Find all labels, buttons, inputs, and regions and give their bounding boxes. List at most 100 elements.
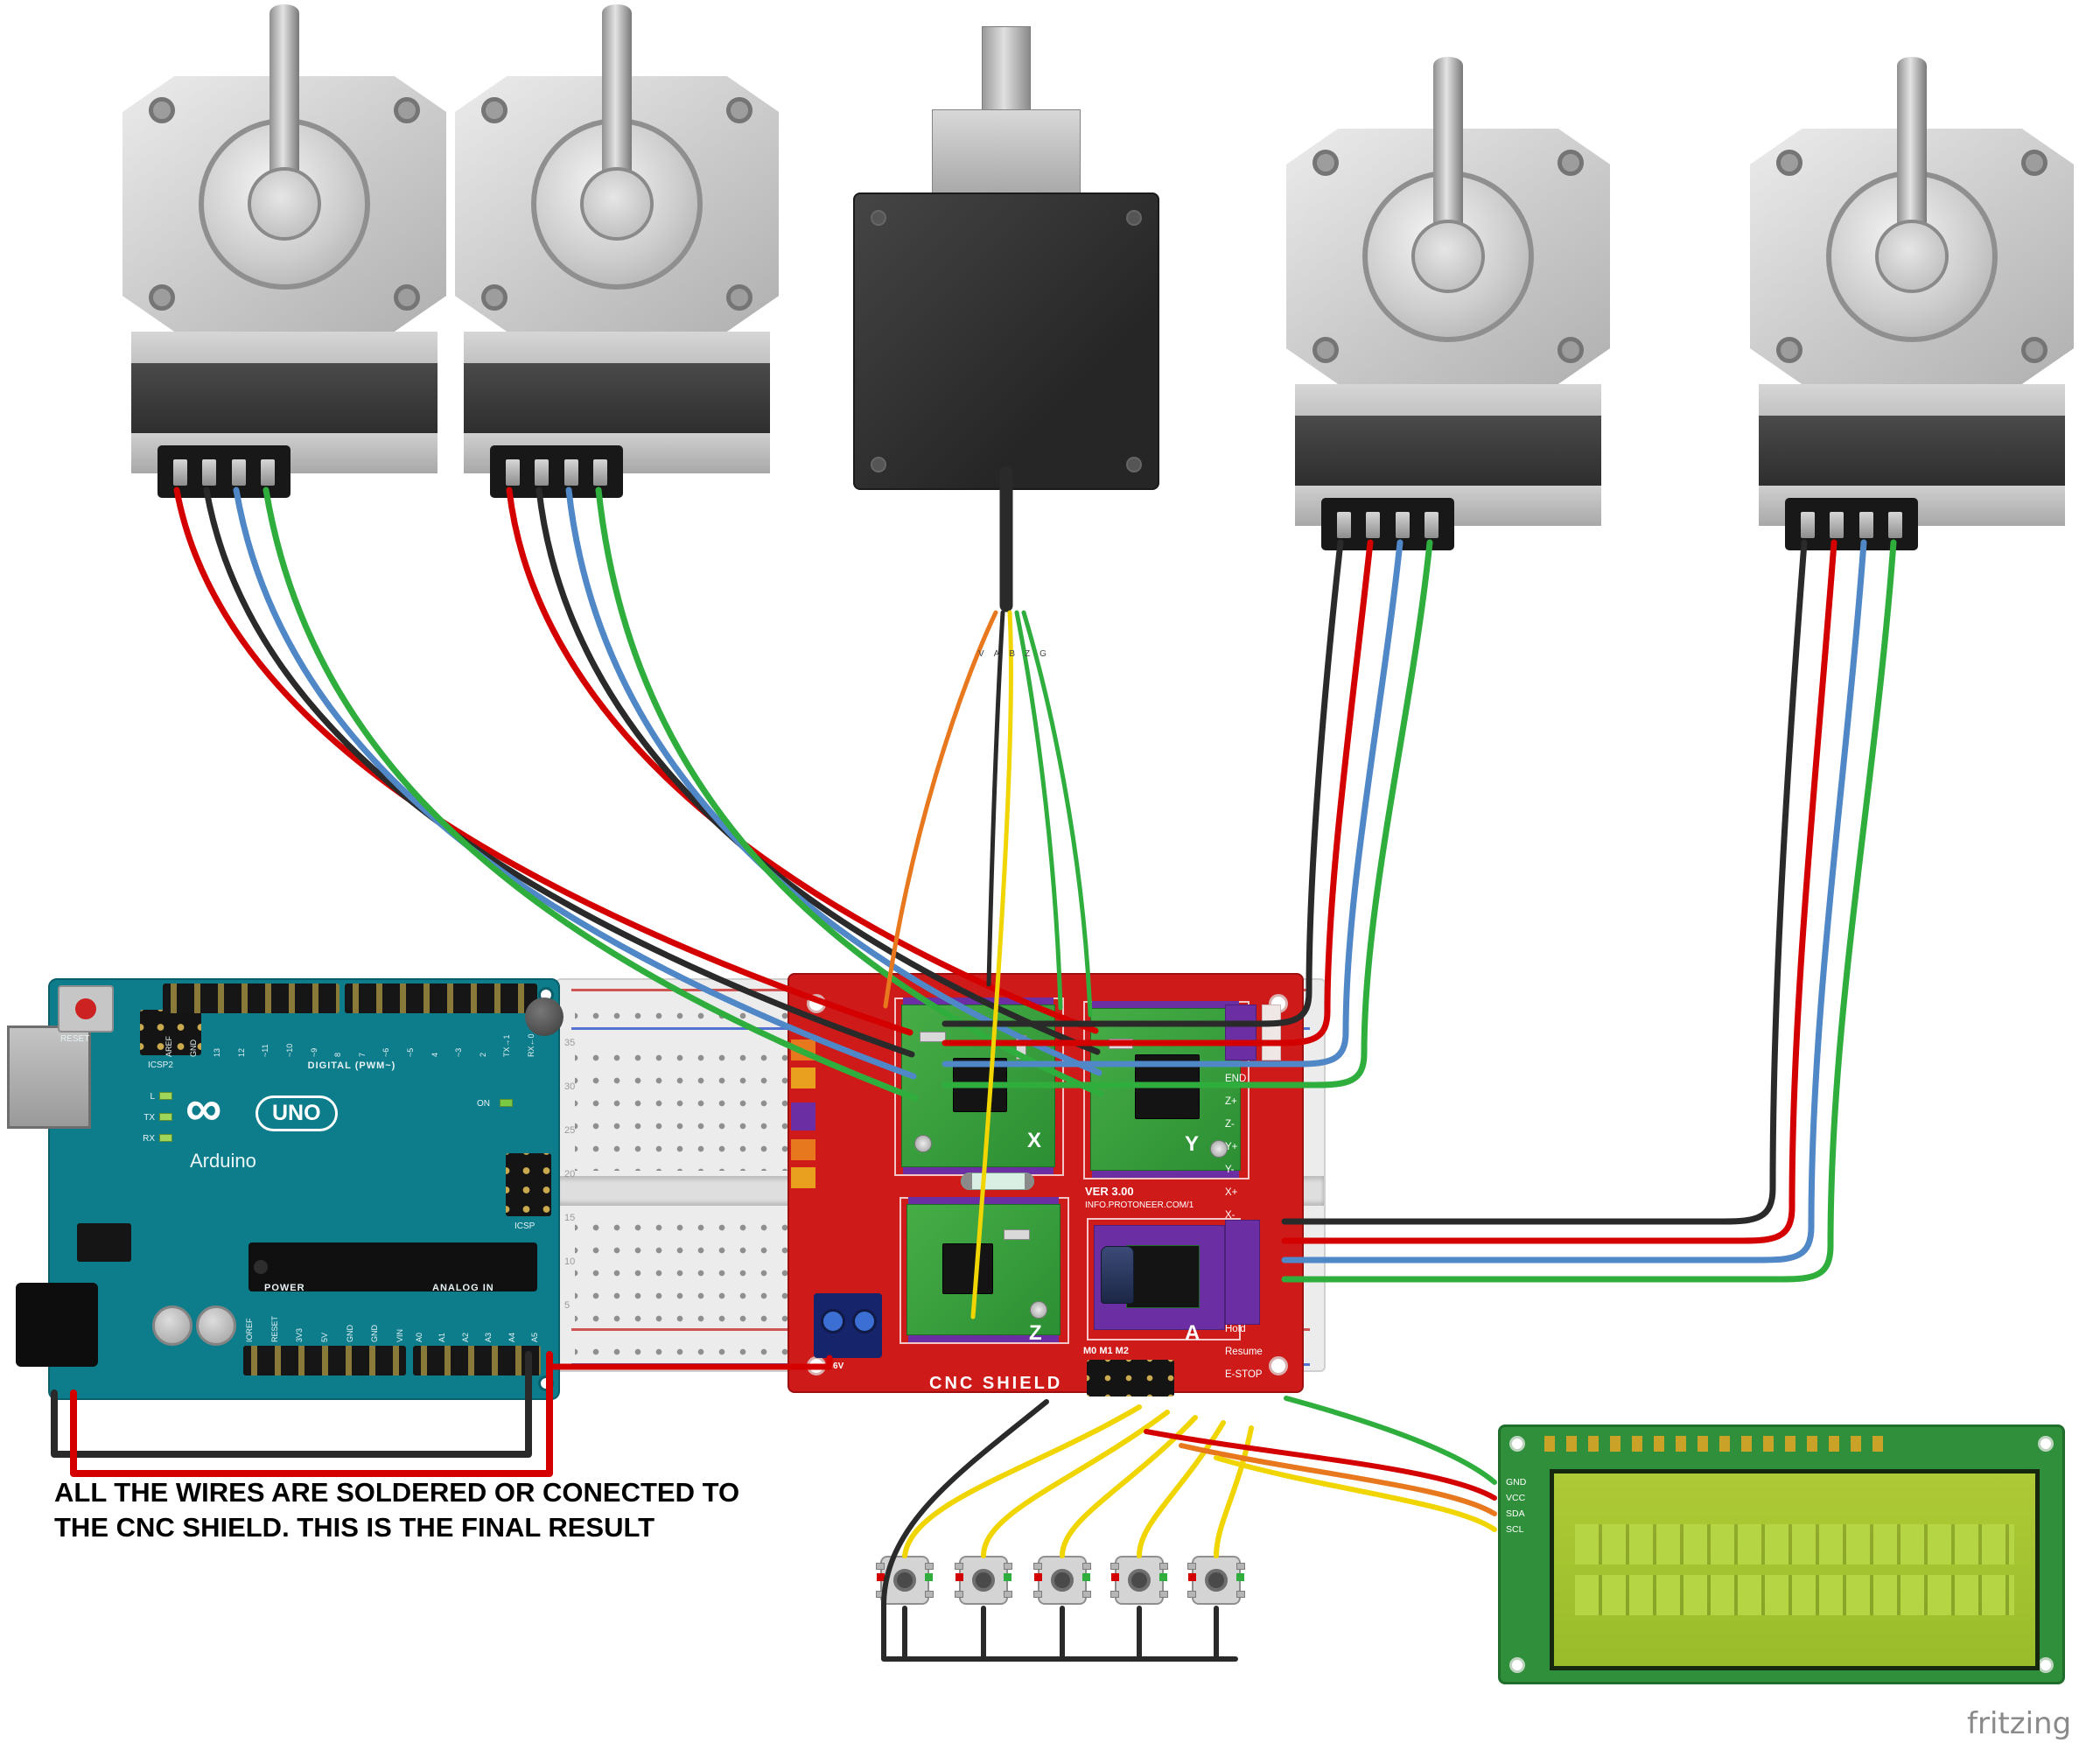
button-lead xyxy=(1236,1573,1244,1581)
wire-motor-a-black xyxy=(203,486,915,1058)
lcd-header-pins xyxy=(1544,1436,1894,1452)
screw xyxy=(871,457,886,472)
wire-spindle-a xyxy=(986,610,1005,987)
wire-button-2-signal xyxy=(981,1410,1170,1558)
header-block xyxy=(1262,1004,1281,1060)
label: Y- xyxy=(1225,1165,1235,1175)
label: Hold xyxy=(1225,1324,1246,1334)
shield-version: VER 3.00 xyxy=(1085,1185,1134,1198)
trimpot xyxy=(525,998,564,1036)
button-cap xyxy=(893,1569,916,1592)
motor-body xyxy=(131,332,438,363)
wire-button-ground-chain xyxy=(881,1399,1238,1662)
motor-connector xyxy=(1321,498,1454,550)
axis-label-a: A xyxy=(1185,1321,1200,1345)
motor-body xyxy=(853,192,1159,490)
jumper-block xyxy=(791,1102,816,1130)
terminal-screw xyxy=(821,1309,845,1334)
screw xyxy=(1558,337,1584,363)
label: IOREF xyxy=(245,1318,254,1342)
capacitor xyxy=(152,1306,192,1346)
label: A0 xyxy=(415,1332,424,1342)
wire-motor-e-black xyxy=(1281,539,1808,1225)
power-terminal-label: 12-36V xyxy=(816,1362,844,1371)
wire-lcd-gnd xyxy=(1284,1396,1497,1485)
voltage-regulator xyxy=(77,1223,131,1262)
lcd-screen xyxy=(1550,1469,2040,1670)
motor-connector xyxy=(158,445,290,498)
mounting-hole xyxy=(1269,1356,1288,1376)
button-cap xyxy=(1051,1569,1074,1592)
label: Z+ xyxy=(1225,1096,1237,1107)
driver-potentiometer xyxy=(1030,1301,1047,1319)
label: GND xyxy=(345,1325,354,1342)
wire-motor-e-blue xyxy=(1281,539,1867,1264)
label: ~5 xyxy=(405,1047,415,1057)
driver-chip xyxy=(1135,1054,1200,1119)
atmega-chip xyxy=(248,1242,537,1292)
driver-chip xyxy=(942,1243,993,1294)
screw xyxy=(394,284,420,311)
component xyxy=(1109,1039,1133,1049)
motor-body xyxy=(464,332,770,363)
wire-lcd-vcc xyxy=(1144,1429,1497,1501)
reset-button-cap xyxy=(75,998,96,1019)
label: L xyxy=(150,1092,155,1102)
push-button-5 xyxy=(1187,1556,1245,1605)
icsp-label: ICSP xyxy=(514,1222,536,1231)
label: Z- xyxy=(1225,1119,1235,1130)
jumper-label: M0 M1 M2 xyxy=(1083,1346,1129,1356)
push-button-3 xyxy=(1033,1556,1091,1605)
analog-header xyxy=(413,1346,541,1376)
screw xyxy=(394,97,420,123)
motor-shaft xyxy=(982,26,1031,118)
stepper-motor-3 xyxy=(1286,57,1610,556)
label: B xyxy=(1009,649,1016,659)
wire-lcd-scl xyxy=(1214,1455,1497,1532)
label: SCL xyxy=(1506,1524,1524,1535)
lcd-character-row xyxy=(1575,1575,2014,1615)
label: TX→1 xyxy=(502,1034,512,1057)
label: A xyxy=(993,649,1000,659)
jumper-block xyxy=(791,1167,816,1188)
push-button-2 xyxy=(955,1556,1012,1605)
driver-potentiometer xyxy=(914,1135,932,1152)
label: VIN xyxy=(395,1328,404,1342)
wire-motor-e-red xyxy=(1281,539,1838,1244)
driver-chip xyxy=(953,1058,1007,1112)
electrolytic-capacitor xyxy=(1101,1246,1134,1304)
screw xyxy=(149,97,175,123)
wire-motor-d-red xyxy=(942,539,1374,1046)
label: X+ xyxy=(1225,1187,1238,1198)
label: 7 xyxy=(357,1052,367,1057)
label: X- xyxy=(1225,1210,1236,1221)
label: A3 xyxy=(484,1332,494,1342)
push-button-1 xyxy=(876,1556,934,1605)
label: VCC xyxy=(1506,1493,1526,1503)
jumper-block xyxy=(791,1040,816,1060)
screw xyxy=(1126,210,1142,226)
label: END xyxy=(1225,1074,1247,1084)
label: 2 xyxy=(478,1052,487,1057)
fritzing-watermark: fritzing xyxy=(1967,1706,2072,1741)
stepper-driver-z xyxy=(906,1204,1060,1335)
annotation-text: ALL THE WIRES ARE SOLDERED OR CONECTED T… xyxy=(54,1475,739,1545)
label: ~11 xyxy=(261,1044,270,1057)
driver-chip xyxy=(1126,1245,1200,1308)
on-led xyxy=(500,1099,513,1107)
motor-connector xyxy=(1785,498,1918,550)
label: 12 xyxy=(236,1047,246,1057)
label: GND xyxy=(188,1040,198,1057)
screw xyxy=(1558,150,1584,176)
wire-motor-b-black xyxy=(536,486,1101,1055)
reset-label: RESET xyxy=(60,1034,90,1044)
digital-header-2 xyxy=(345,984,537,1013)
wire-motor-b-red xyxy=(506,486,1099,1034)
label: ~10 xyxy=(284,1043,294,1057)
driver-potentiometer xyxy=(1210,1140,1228,1158)
button-cap xyxy=(1128,1569,1151,1592)
